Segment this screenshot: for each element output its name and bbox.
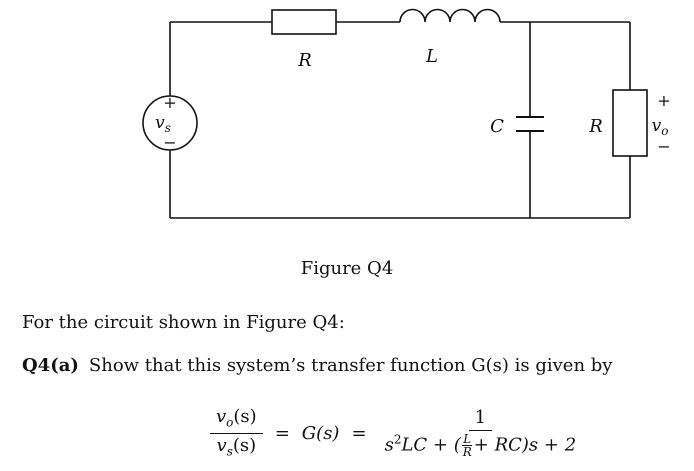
source-plus-label: + [163, 93, 176, 112]
output-plus-label: + [657, 91, 670, 110]
voltage-source-circle [142, 95, 198, 151]
intro-text: For the circuit shown in Figure Q4: [22, 312, 345, 333]
inductor-label: L [425, 46, 438, 67]
equals-sign-2: = [351, 422, 367, 444]
source-minus-label: − [163, 133, 176, 152]
output-minus-label: − [657, 137, 670, 156]
resistor-load-body [612, 89, 648, 157]
question-q4a: Q4(a) Show that this system’s transfer fu… [22, 355, 612, 376]
equals-sign-1: = [274, 422, 290, 444]
lhs-denominator: vs(s) [216, 434, 257, 459]
resistor-load-label: R [588, 116, 603, 137]
source-name-label: vs [155, 113, 171, 135]
question-label: Q4(a) [22, 355, 79, 376]
circuit-diagram: + vs − R L C R + vo − [142, 8, 671, 219]
output-name-label: vo [652, 116, 669, 138]
inductor-coil [399, 8, 501, 23]
lhs-fraction: vo(s) vs(s) [210, 406, 263, 459]
transfer-function-symbol: G(s) [301, 422, 340, 444]
question-text: Show that this system’s transfer functio… [88, 355, 613, 376]
resistor-series-label: R [297, 50, 312, 71]
capacitor-label: C [490, 116, 504, 137]
resistor-series-body [271, 9, 337, 35]
rhs-numerator: 1 [468, 407, 493, 432]
figure-caption: Figure Q4 [300, 258, 394, 279]
lhs-numerator: vo(s) [210, 406, 263, 434]
